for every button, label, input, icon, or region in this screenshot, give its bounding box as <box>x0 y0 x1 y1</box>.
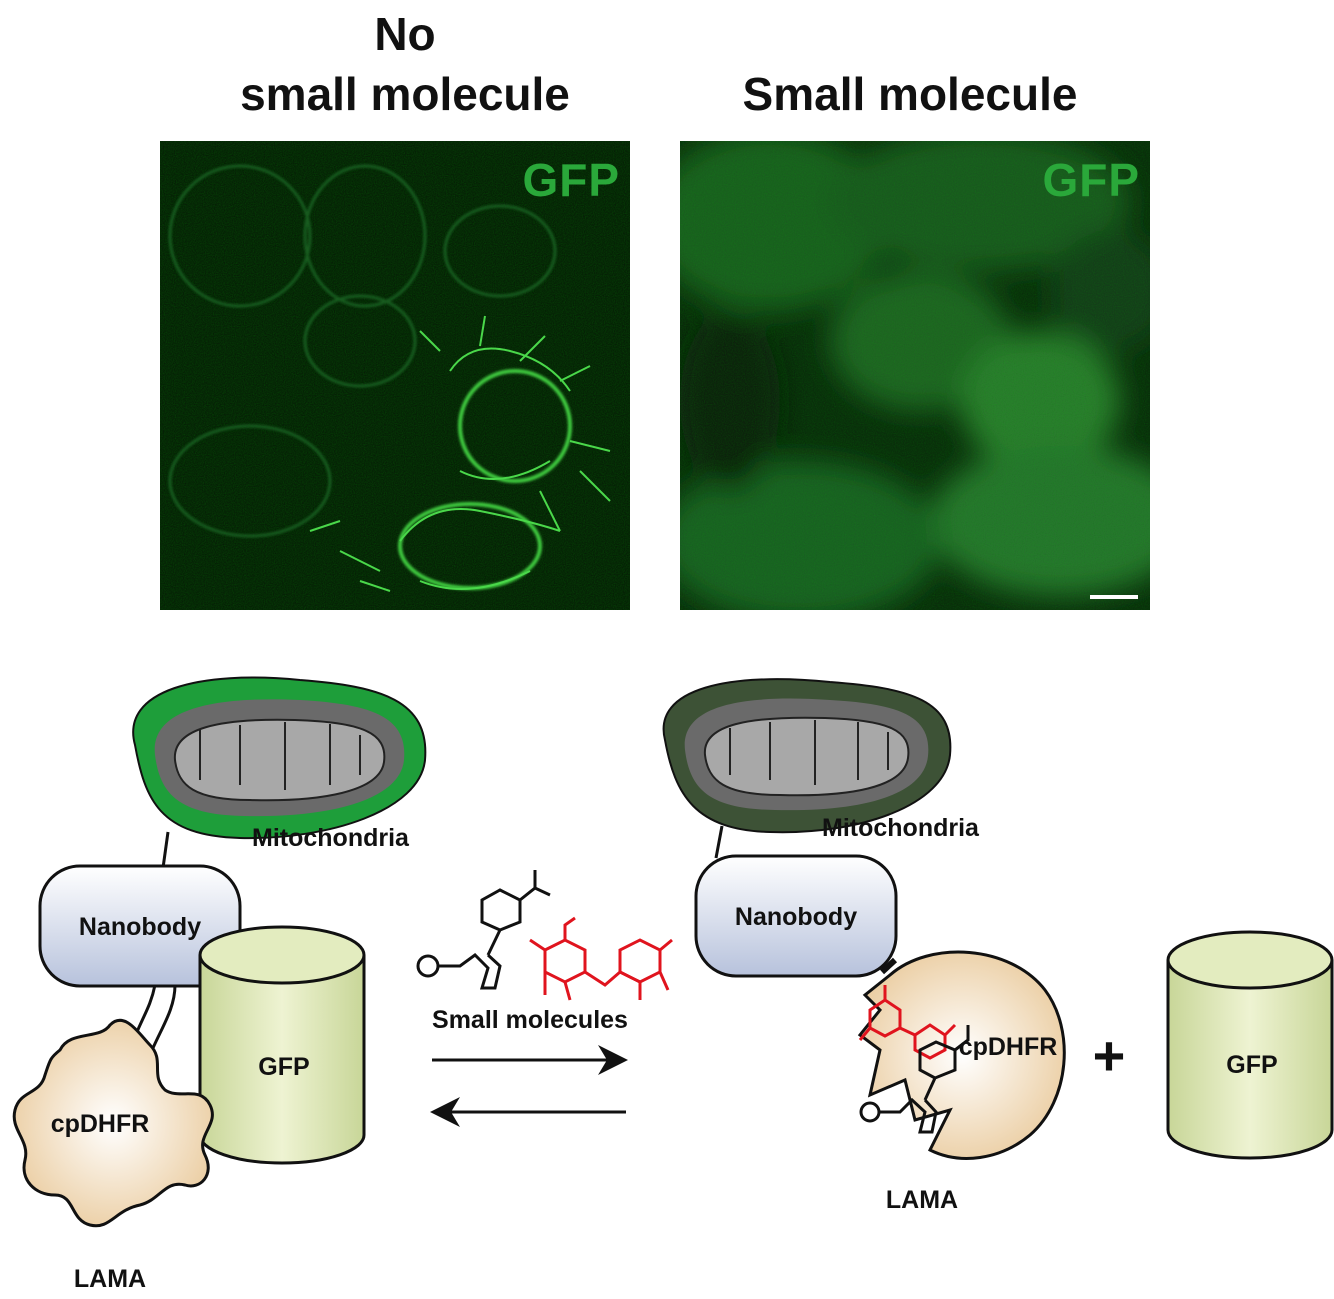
small-molecules-label: Small molecules <box>432 1006 628 1034</box>
mitochondria-label-right: Mitochondria <box>822 814 980 842</box>
small-molecule-black-icon <box>416 870 551 990</box>
mitochondrion-dim <box>662 678 952 834</box>
right-title: Small molecule <box>742 68 1078 120</box>
microscopy-panel-small-molecule: GFP <box>680 141 1150 610</box>
microscopy-panel-no-small-molecule: GFP <box>160 141 630 610</box>
mitochondrial-network-image <box>160 141 630 610</box>
lama-label-left: LAMA <box>74 1265 146 1293</box>
gfp-barrel-right <box>1166 930 1334 1160</box>
nanobody-left <box>38 864 242 988</box>
bound-black-molecule-icon <box>859 1025 970 1134</box>
bound-red-molecule-icon <box>858 985 957 1060</box>
nanobody-label-left: Nanobody <box>79 913 201 941</box>
scale-bar <box>1090 595 1138 599</box>
cpdhfr-label-right: cpDHFR <box>959 1033 1058 1061</box>
left-title-line2: small molecule <box>240 68 570 120</box>
nanobody-right <box>694 854 898 978</box>
gfp-channel-label-right: GFP <box>1042 154 1140 206</box>
cpdhfr-folded <box>857 950 1066 1160</box>
plus-sign: + <box>1093 1024 1126 1087</box>
mitochondria-label-left: Mitochondria <box>252 824 410 852</box>
lama-label-right: LAMA <box>886 1186 958 1214</box>
mitochondrion-bright <box>132 676 427 840</box>
gfp-channel-label-left: GFP <box>522 154 620 206</box>
nanobody-label-right: Nanobody <box>735 903 857 931</box>
small-molecule-red-icon <box>529 916 673 1001</box>
gfp-label-left: GFP <box>258 1053 309 1081</box>
cpdhfr-unfolded <box>12 1018 214 1228</box>
left-title-line1: No <box>374 8 436 60</box>
diffuse-gfp-image <box>680 141 1150 610</box>
gfp-label-right: GFP <box>1226 1051 1277 1079</box>
gfp-barrel-left <box>198 925 366 1165</box>
cpdhfr-label-left: cpDHFR <box>51 1110 150 1138</box>
